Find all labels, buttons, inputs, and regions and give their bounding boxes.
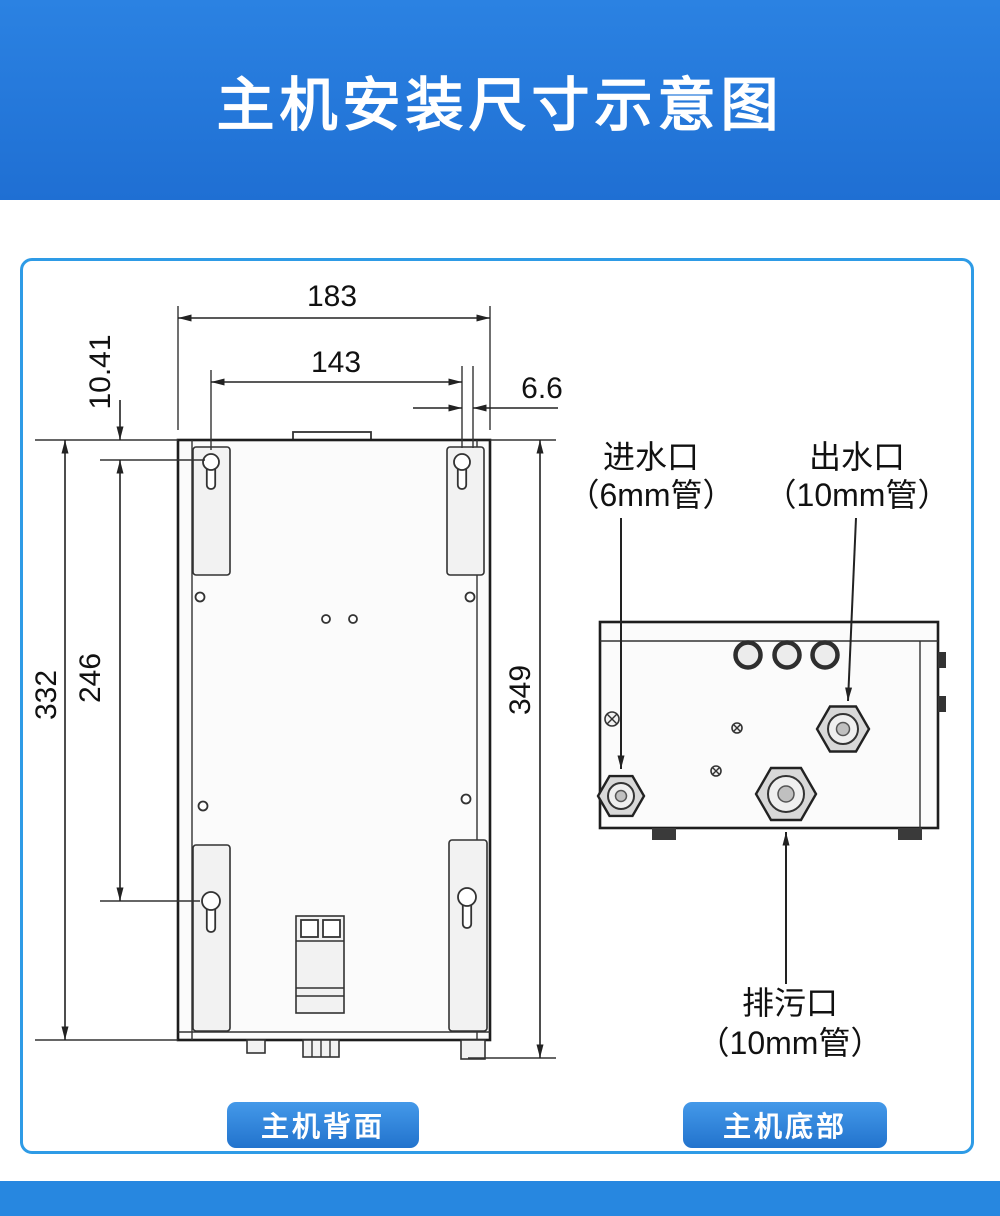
drain-spec-label: （10mm管） xyxy=(698,1025,883,1061)
dim-side-hole-offset: 6.6 xyxy=(521,372,563,405)
dim-outer-width: 183 xyxy=(307,280,357,313)
drain-fitting-icon xyxy=(754,766,818,822)
dim-left-height: 332 xyxy=(30,670,63,720)
inlet-spec-label: （6mm管） xyxy=(567,477,734,513)
outlet-spec-label: （10mm管） xyxy=(765,477,950,513)
caption-back-view: 主机背面 xyxy=(227,1102,419,1148)
caption-bottom-view: 主机底部 xyxy=(683,1102,887,1148)
page-title: 主机安装尺寸示意图 xyxy=(216,73,784,138)
inlet-fitting-icon xyxy=(596,774,646,818)
bottom-view-drawing xyxy=(596,620,946,840)
dim-hole-span-height: 246 xyxy=(74,653,107,703)
back-view-dimensions: 183 143 6.6 10.41 246 332 349 xyxy=(30,280,563,1059)
dim-top-hole-offset: 10.41 xyxy=(84,334,117,409)
port-labels: 进水口 （6mm管） 出水口 （10mm管） 排污口 （10mm管） xyxy=(567,439,949,1061)
screw-icon xyxy=(710,765,722,777)
screw-icon xyxy=(604,711,620,727)
outlet-fitting-icon xyxy=(815,705,871,753)
back-view-drawing xyxy=(176,431,492,1060)
footer-bar xyxy=(0,1181,1000,1216)
header-banner: 主机安装尺寸示意图 xyxy=(0,0,1000,200)
dim-right-height: 349 xyxy=(504,665,537,715)
dim-inner-width: 143 xyxy=(311,346,361,379)
vent-hole-icon xyxy=(733,640,763,670)
outlet-leader-line xyxy=(845,517,857,702)
screw-icon xyxy=(731,722,743,734)
outlet-label: 出水口 xyxy=(809,439,905,475)
vent-hole-icon xyxy=(772,640,802,670)
inlet-label: 进水口 xyxy=(603,439,699,475)
vent-hole-icon xyxy=(810,640,840,670)
drain-label: 排污口 xyxy=(742,985,838,1021)
